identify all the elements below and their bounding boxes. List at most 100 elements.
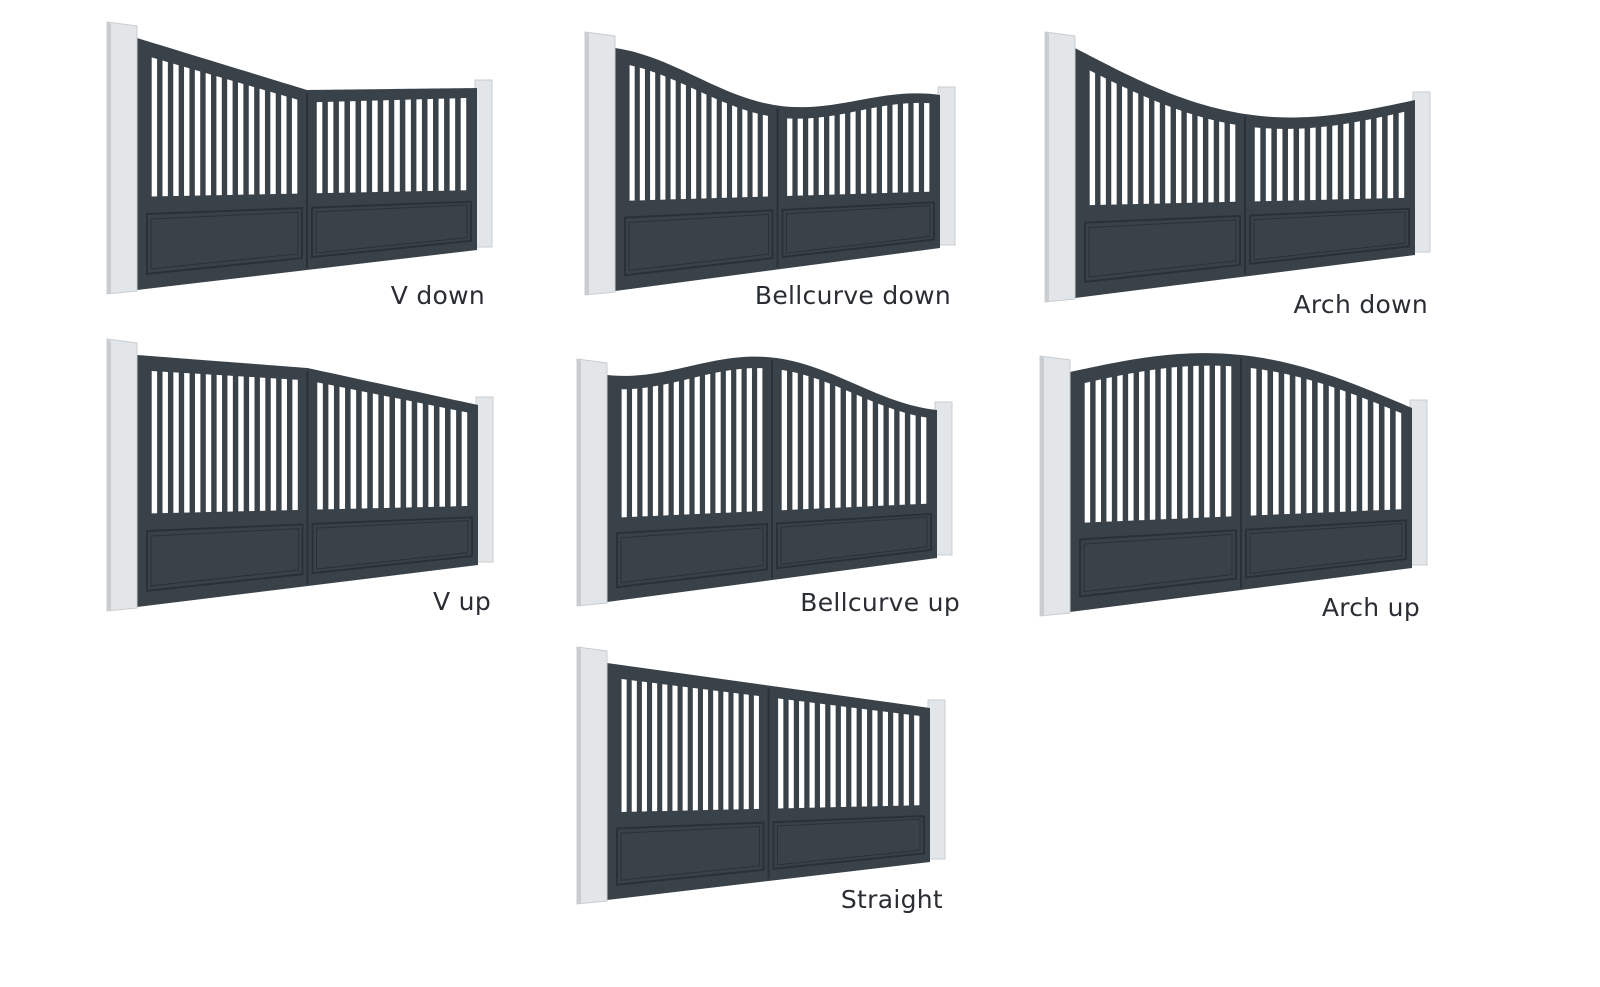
lower-panel [311, 200, 472, 259]
picket-gap [1284, 373, 1290, 515]
picket-gap [162, 371, 168, 514]
left-post [106, 21, 138, 295]
picket-gap [662, 684, 668, 812]
picket-gap [680, 83, 686, 200]
picket-gap [803, 374, 809, 510]
right-post [475, 396, 494, 563]
left-post-side [1045, 32, 1049, 302]
picket-gap [216, 374, 223, 512]
picket-gap [629, 65, 635, 201]
picket-gap [1261, 369, 1268, 516]
picket-gap [762, 114, 768, 197]
picket-gap [705, 373, 711, 514]
picket-gap [339, 386, 346, 510]
picket-gap [327, 101, 334, 193]
picket-gap [194, 69, 201, 196]
picket-gap [663, 383, 669, 516]
picket-gap [216, 76, 222, 196]
picket-gap [1295, 376, 1301, 514]
picket-gap [621, 679, 627, 812]
picket-gap [316, 101, 323, 194]
picket-gap [809, 702, 815, 808]
picket-gap [721, 101, 727, 198]
lower-panel-inset [1253, 211, 1406, 261]
picket-gap [227, 375, 233, 512]
picket-gap [439, 406, 446, 507]
picket-gap [1175, 108, 1182, 204]
picket-gap [1276, 128, 1283, 201]
picket-gap [845, 390, 852, 508]
lower-panel-inset [777, 818, 921, 866]
picket-gap [1225, 365, 1232, 517]
picket-gap [1111, 81, 1117, 205]
lower-panel [146, 523, 304, 592]
picket-gap [1089, 70, 1096, 206]
lower-panel [772, 815, 925, 870]
lower-panel-inset [315, 204, 468, 254]
label-bellcurve-up: Bellcurve up [800, 588, 960, 617]
picket-gap [1373, 401, 1379, 511]
lower-panel [1079, 529, 1237, 598]
picket-gap [1229, 123, 1236, 202]
picket-gap [881, 105, 888, 194]
picket-gap [694, 376, 700, 515]
lower-panel [776, 512, 932, 570]
picket-gap [1139, 371, 1145, 521]
right-post [934, 401, 953, 556]
picket-gap [1215, 365, 1221, 518]
picket-gap [713, 690, 719, 810]
picket-gap [893, 712, 899, 806]
picket-gap [920, 416, 927, 504]
label-v-down: V down [390, 281, 485, 310]
lower-panel-inset [628, 213, 769, 272]
picket-gap [428, 404, 434, 507]
picket-gap [1273, 371, 1279, 515]
left-post-side [1040, 356, 1044, 616]
picket-gap [1250, 368, 1257, 516]
picket-gap [461, 411, 468, 507]
picket-gap [787, 118, 793, 196]
picket-gap [1149, 369, 1156, 520]
picket-gap [781, 369, 788, 511]
picket-gap [1376, 116, 1383, 199]
picket-gap [1362, 397, 1368, 511]
picket-gap [238, 376, 244, 512]
picket-gap [394, 99, 400, 192]
picket-gap [1117, 374, 1123, 522]
picket-gap [702, 689, 709, 811]
picket-gap [910, 414, 916, 505]
picket-gap [1265, 128, 1272, 202]
lower-panel-inset [786, 204, 931, 254]
picket-gap [328, 384, 334, 510]
picket-gap [736, 368, 742, 513]
lower-panel-inset [150, 211, 299, 270]
picket-gap [1287, 128, 1294, 201]
left-post [576, 358, 608, 607]
left-post-side [577, 359, 581, 606]
picket-gap [1204, 365, 1210, 518]
picket-gap [743, 694, 749, 810]
picket-gap [650, 70, 656, 201]
picket-gap [1100, 75, 1106, 205]
gate-straight [576, 646, 946, 905]
lower-panel [311, 516, 473, 575]
lower-panel [624, 209, 774, 277]
left-post [1039, 355, 1071, 617]
label-straight: Straight [840, 885, 943, 914]
lower-panel-inset [1249, 523, 1403, 575]
picket-gap [752, 112, 758, 197]
picket-gap [1299, 128, 1305, 201]
picket-gap [818, 116, 825, 196]
picket-gap [317, 382, 323, 510]
picket-gap [438, 98, 445, 191]
right-post [927, 699, 946, 860]
gate-arch-down [1044, 31, 1431, 303]
picket-gap [292, 379, 298, 511]
picket-gap [757, 368, 763, 512]
picket-gap [1321, 126, 1327, 200]
picket-gap [1154, 100, 1160, 204]
lower-panel [616, 821, 765, 886]
label-arch-down: Arch down [1293, 290, 1428, 319]
picket-gap [406, 400, 412, 508]
picket-gap [903, 103, 909, 193]
